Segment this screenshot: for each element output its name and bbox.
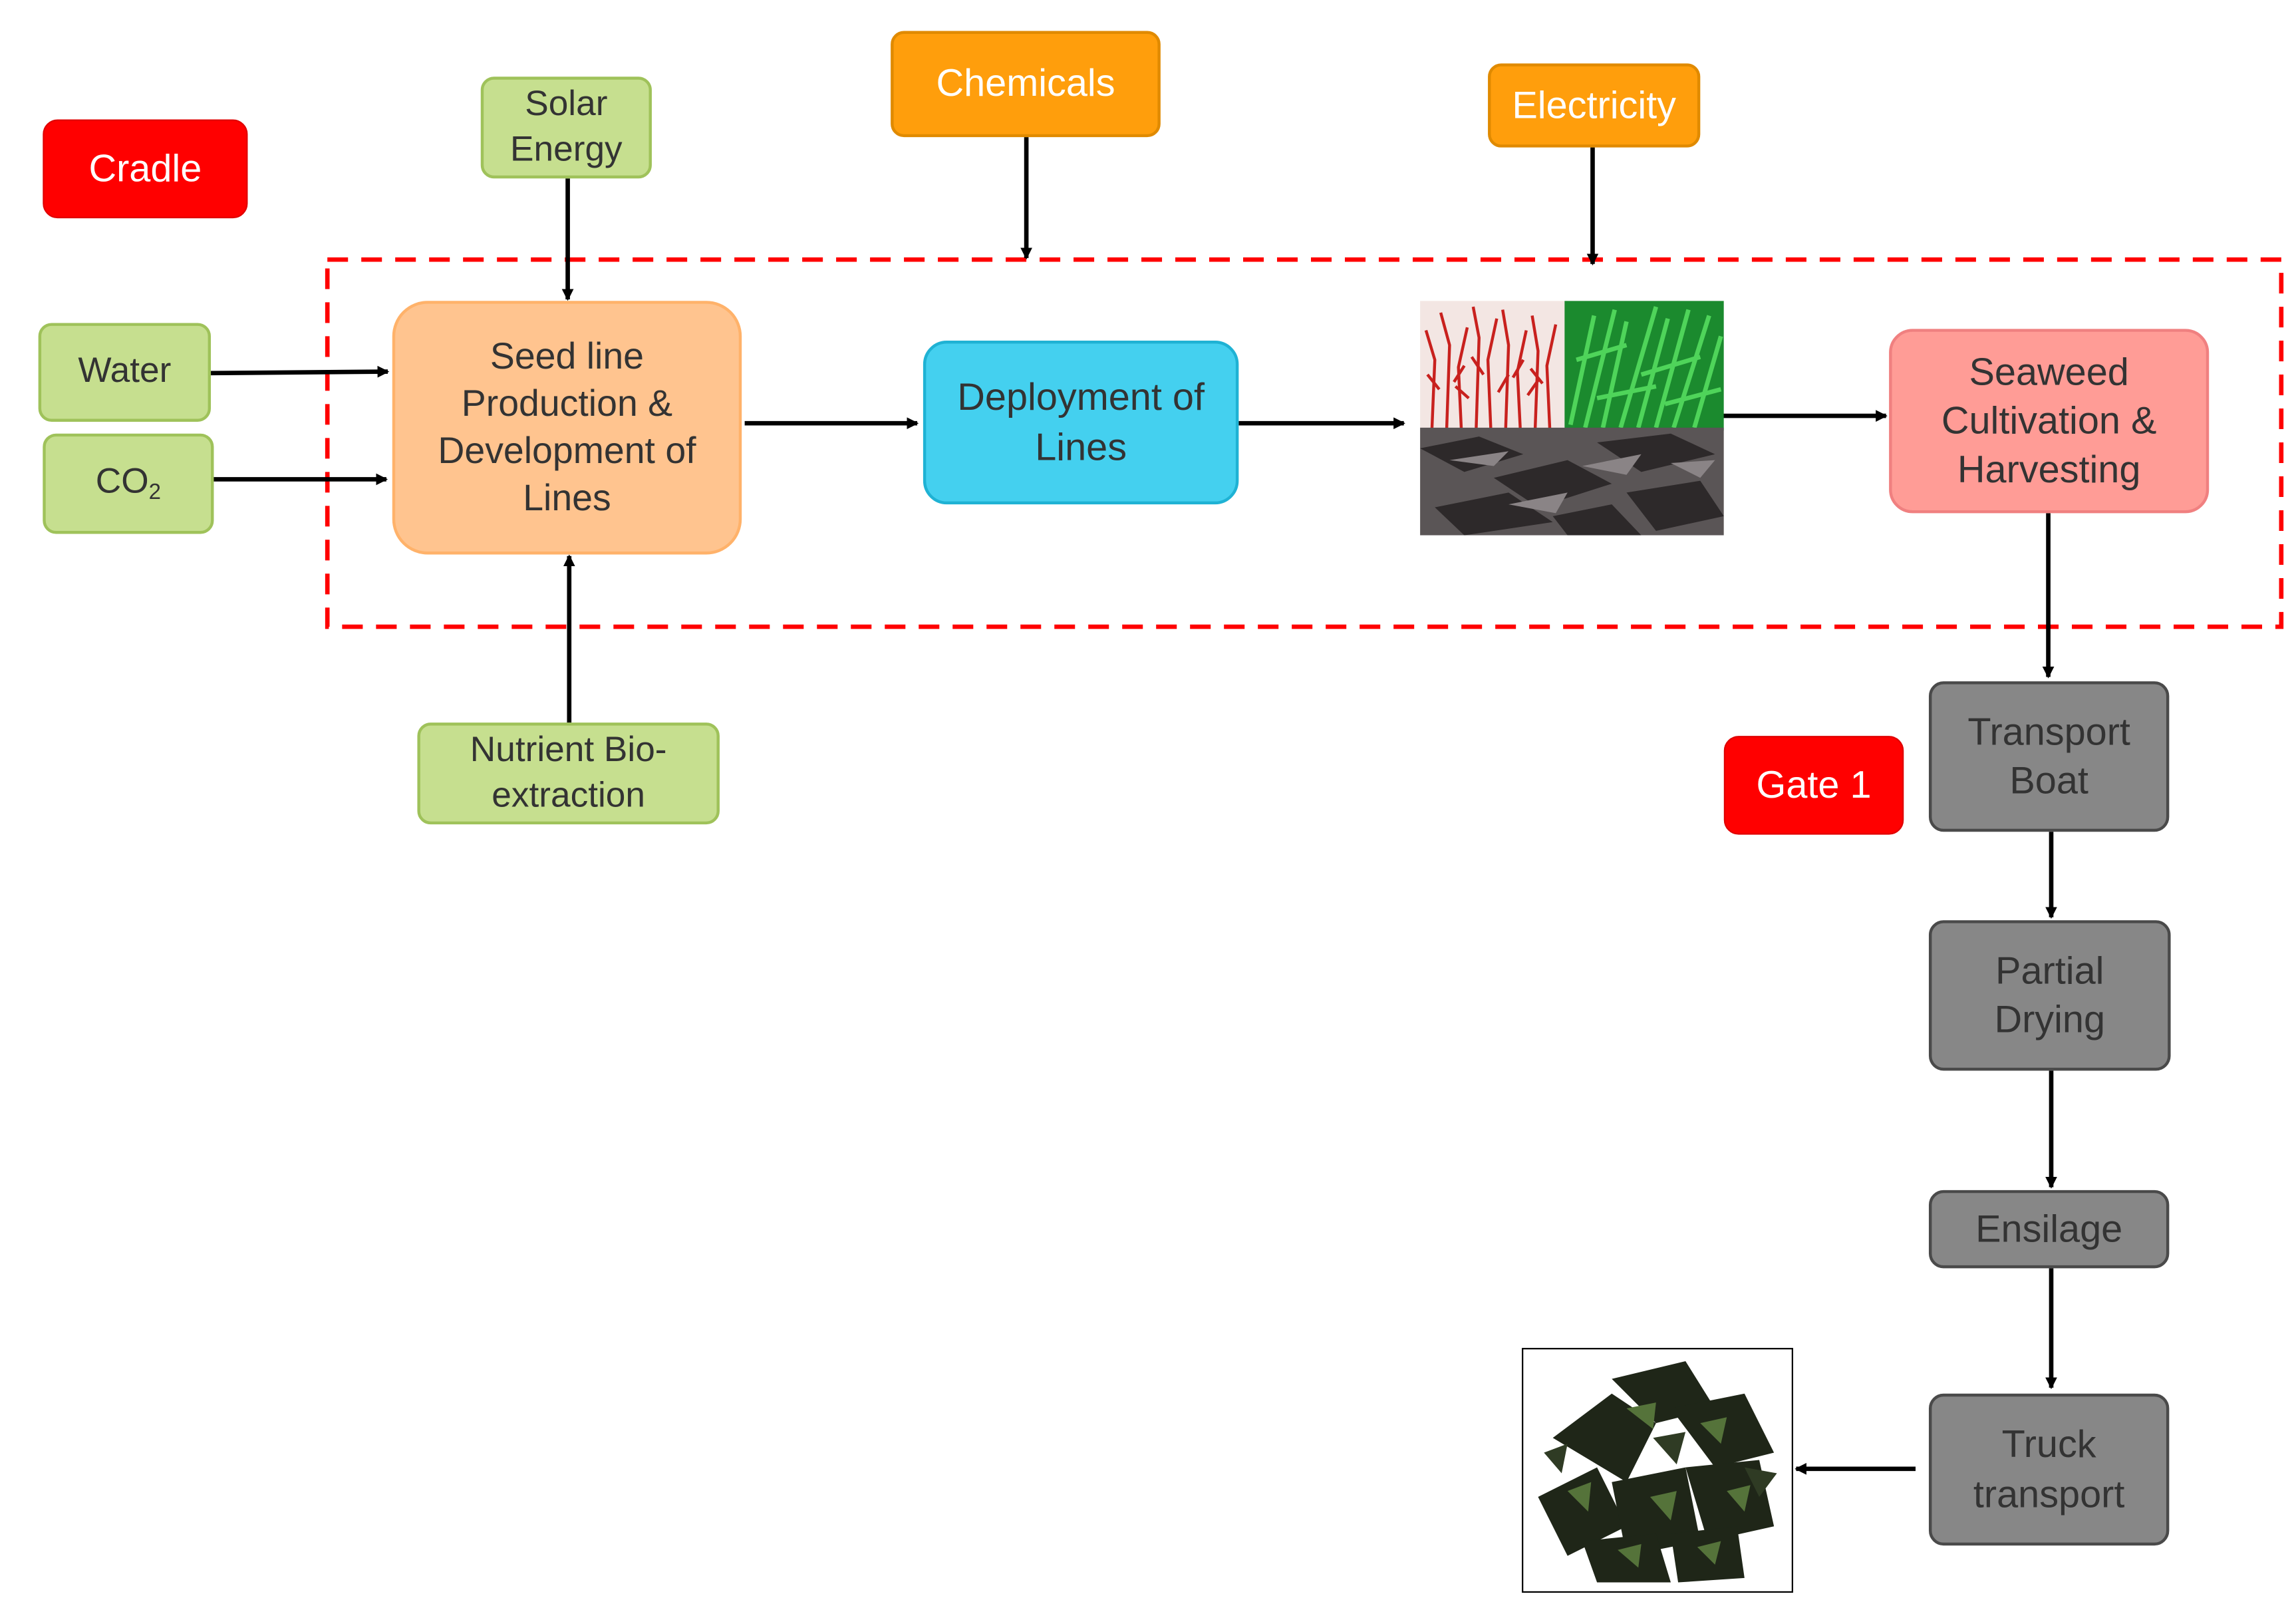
- system-boundary: [325, 257, 2284, 629]
- cradle-label: Cradle: [43, 119, 248, 219]
- dried-seaweed-graphic: [1538, 1361, 1777, 1583]
- gate-1-label: Gate 1: [1723, 736, 1904, 835]
- truck-transport-node: Truck transport: [1928, 1393, 2170, 1546]
- seed-line-production-node: Seed line Production & Development of Li…: [392, 301, 742, 555]
- chemicals-input: Chemicals: [891, 31, 1161, 138]
- ensilage-node: Ensilage: [1928, 1190, 2170, 1269]
- co2-formula: CO2: [95, 461, 161, 505]
- seaweed-cultivation-node: Seaweed Cultivation & Harvesting: [1889, 329, 2210, 514]
- nutrient-bio-extraction-input: Nutrient Bio- extraction: [417, 723, 720, 825]
- solar-energy-input: Solar Energy: [480, 77, 652, 179]
- deployment-of-lines-node: Deployment of Lines: [923, 341, 1239, 505]
- seaweed-collage-photo: [1420, 301, 1724, 536]
- arrow-water-to-seed: [211, 365, 390, 378]
- co2-input: CO2: [43, 433, 214, 534]
- dried-seaweed-photo: [1522, 1348, 1793, 1593]
- transport-boat-node: Transport Boat: [1928, 681, 2170, 832]
- water-input: Water: [38, 323, 212, 422]
- partial-drying-node: Partial Drying: [1928, 920, 2171, 1071]
- electricity-input: Electricity: [1488, 63, 1701, 148]
